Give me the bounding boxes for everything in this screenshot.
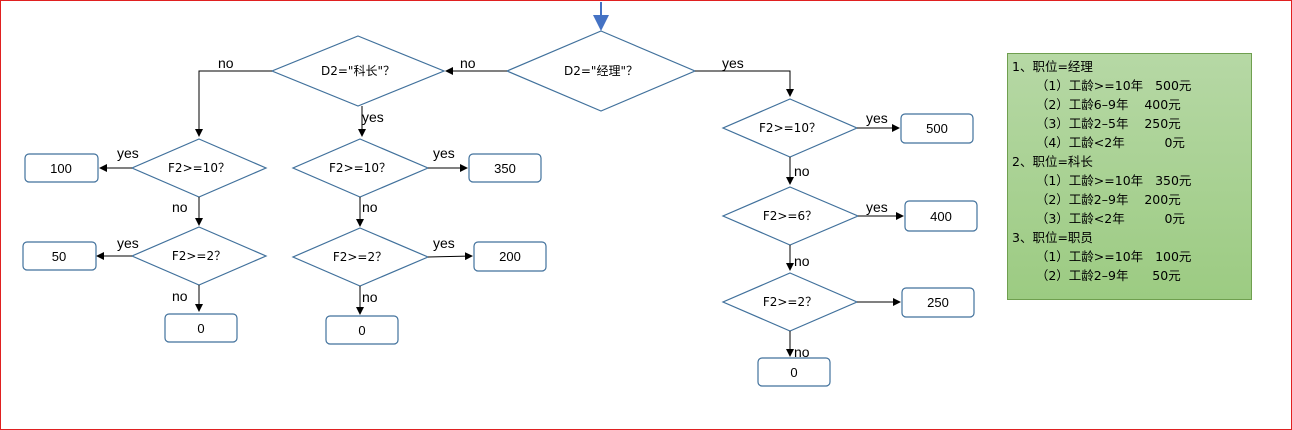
decision-text: F2>=2？ bbox=[172, 249, 226, 263]
edge-label-yes: yes bbox=[866, 199, 888, 215]
result-text: 100 bbox=[50, 161, 72, 176]
result-text: 400 bbox=[930, 209, 952, 224]
result-box-350 bbox=[468, 153, 542, 183]
edge-label-no: no bbox=[362, 199, 378, 215]
edge-label-no: no bbox=[794, 253, 810, 269]
result-box-250 bbox=[901, 287, 975, 318]
edge-label-no: no bbox=[362, 289, 378, 305]
result-box-200 bbox=[473, 241, 547, 272]
edge-yes bbox=[427, 252, 473, 261]
edge-label-no: no bbox=[460, 55, 476, 71]
result-box-400 bbox=[904, 200, 978, 232]
legend-row: （2）工龄2–9年 50元 bbox=[1012, 268, 1181, 283]
decision-text: F2>=10？ bbox=[329, 161, 391, 175]
decision-text: F2>=6？ bbox=[763, 209, 817, 223]
edge-label-yes: yes bbox=[433, 145, 455, 161]
legend-row: 2、职位=科长 bbox=[1012, 154, 1093, 169]
legend-row: （1）工龄>=10年 100元 bbox=[1012, 249, 1192, 264]
edge-label-no: no bbox=[794, 163, 810, 179]
result-box-50 bbox=[22, 241, 97, 271]
decision-text: F2>=10？ bbox=[168, 161, 230, 175]
edge-label-no: no bbox=[218, 55, 234, 71]
edge-label-yes: yes bbox=[866, 110, 888, 126]
decision-manager bbox=[505, 30, 697, 112]
result-box-0 bbox=[325, 315, 399, 345]
legend-row: （1）工龄>=10年 350元 bbox=[1012, 173, 1192, 188]
result-text: 50 bbox=[52, 249, 66, 264]
legend-row: （3）工龄2–5年 250元 bbox=[1012, 116, 1181, 131]
legend-row: （3）工龄<2年 0元 bbox=[1012, 211, 1185, 226]
result-text: 0 bbox=[790, 365, 797, 380]
decision-text: F2>=2？ bbox=[333, 250, 387, 264]
decision-manager-text: D2="经理"？ bbox=[564, 64, 638, 78]
decision-section-chief bbox=[270, 35, 446, 107]
result-text: 0 bbox=[358, 323, 365, 338]
edge-label-yes: yes bbox=[117, 145, 139, 161]
legend-row: 3、职位=职员 bbox=[1012, 230, 1093, 245]
edge-label-yes: yes bbox=[362, 109, 384, 125]
edge-label-yes: yes bbox=[433, 235, 455, 251]
decision-section-chief-text: D2="科长"？ bbox=[321, 64, 395, 78]
result-text: 200 bbox=[499, 249, 521, 264]
decision-text: F2>=10？ bbox=[759, 121, 821, 135]
result-text: 0 bbox=[197, 321, 204, 336]
result-text: 350 bbox=[494, 161, 516, 176]
result-text: 500 bbox=[926, 121, 948, 136]
edge-label-no: no bbox=[172, 288, 188, 304]
decision-text: F2>=2？ bbox=[763, 295, 817, 309]
rules-legend: 1、职位=经理 （1）工龄>=10年 500元 （2）工龄6–9年 400元 （… bbox=[1007, 53, 1252, 300]
legend-row: （2）工龄6–9年 400元 bbox=[1012, 97, 1181, 112]
edge-label-yes: yes bbox=[722, 55, 744, 71]
legend-row: 1、职位=经理 bbox=[1012, 59, 1093, 74]
edge-label-no: no bbox=[172, 199, 188, 215]
edge-label-yes: yes bbox=[117, 235, 139, 251]
result-box-500 bbox=[900, 113, 974, 144]
legend-row: （4）工龄<2年 0元 bbox=[1012, 135, 1185, 150]
edge-root-yes bbox=[695, 70, 794, 97]
result-box-0 bbox=[757, 357, 831, 387]
edge-label-no: no bbox=[794, 344, 810, 360]
result-box-0 bbox=[164, 313, 238, 343]
result-text: 250 bbox=[927, 295, 949, 310]
edge-chief-no bbox=[195, 70, 272, 137]
result-box-100 bbox=[24, 153, 99, 183]
legend-row: （1）工龄>=10年 500元 bbox=[1012, 78, 1192, 93]
legend-row: （2）工龄2–9年 200元 bbox=[1012, 192, 1181, 207]
